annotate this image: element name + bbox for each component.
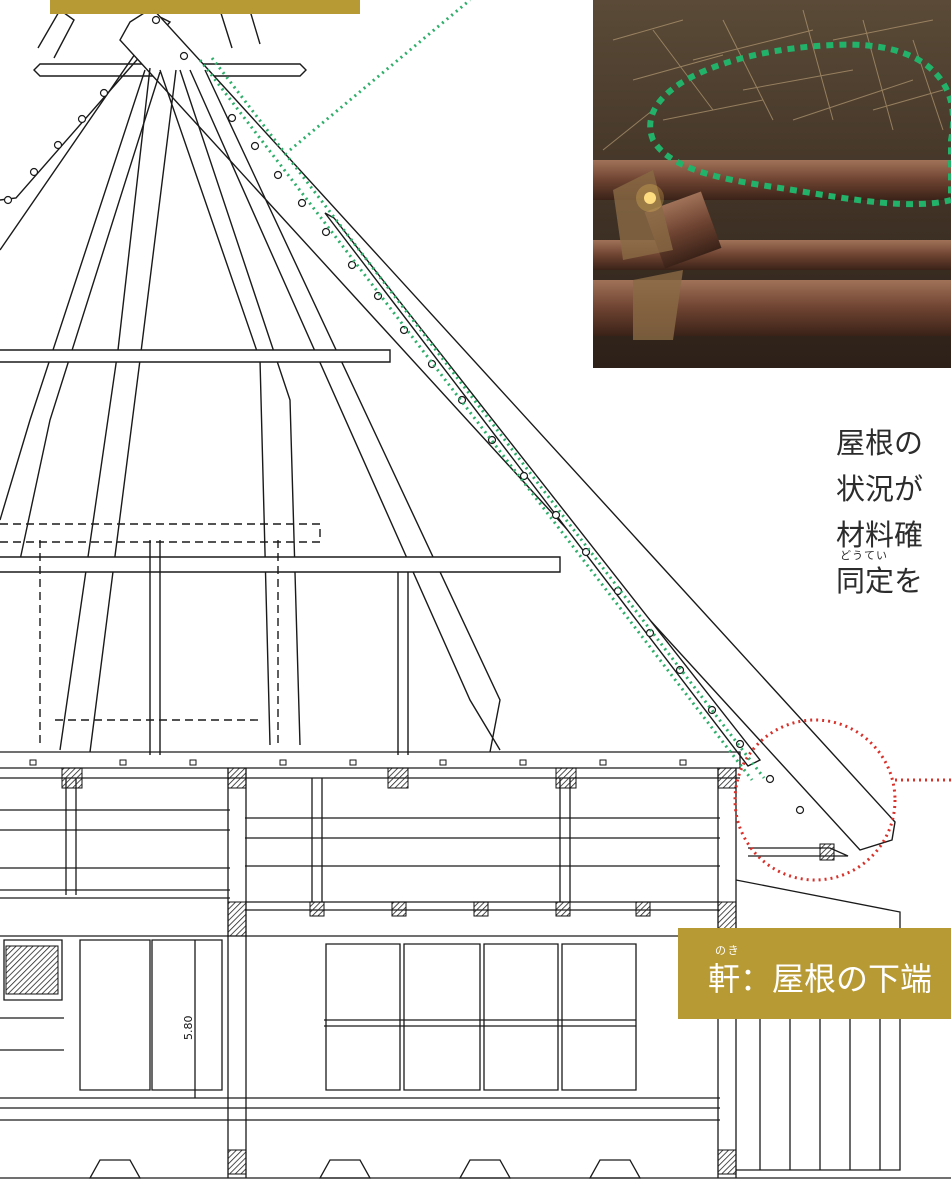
wall-frame [0,751,951,1179]
caption-line-2: 状況が [836,472,924,506]
caption-text: 屋根の 状況が 材料確 どうてい 同定を [836,420,951,604]
dimension-mark: 5.80 [182,1016,195,1041]
eave-label-banner: のき 軒：屋根の下端 [678,928,951,1019]
top-label-banner [50,0,360,14]
red-dotted-callout [733,718,951,882]
eave-label-ruby: のき [715,944,741,957]
caption-ruby: どうてい [840,549,888,562]
caption-line-4: 同定を [836,564,924,598]
plate-blocks [29,759,687,766]
post-sections [5,767,835,1175]
caption-line-1: 屋根の [836,426,924,460]
thatch-photo-illustration [593,0,951,368]
caption-line-4-wrap: どうてい 同定を [836,550,951,604]
thatch-roof-photo [593,0,951,368]
green-dotted-outline [647,41,951,208]
caption-line-3: 材料確 [836,518,924,552]
green-dotted-callout [198,0,766,781]
roof-frame [0,3,896,851]
eave-label-text: 軒：屋根の下端 [708,960,933,998]
rafter-pegs [3,15,805,815]
